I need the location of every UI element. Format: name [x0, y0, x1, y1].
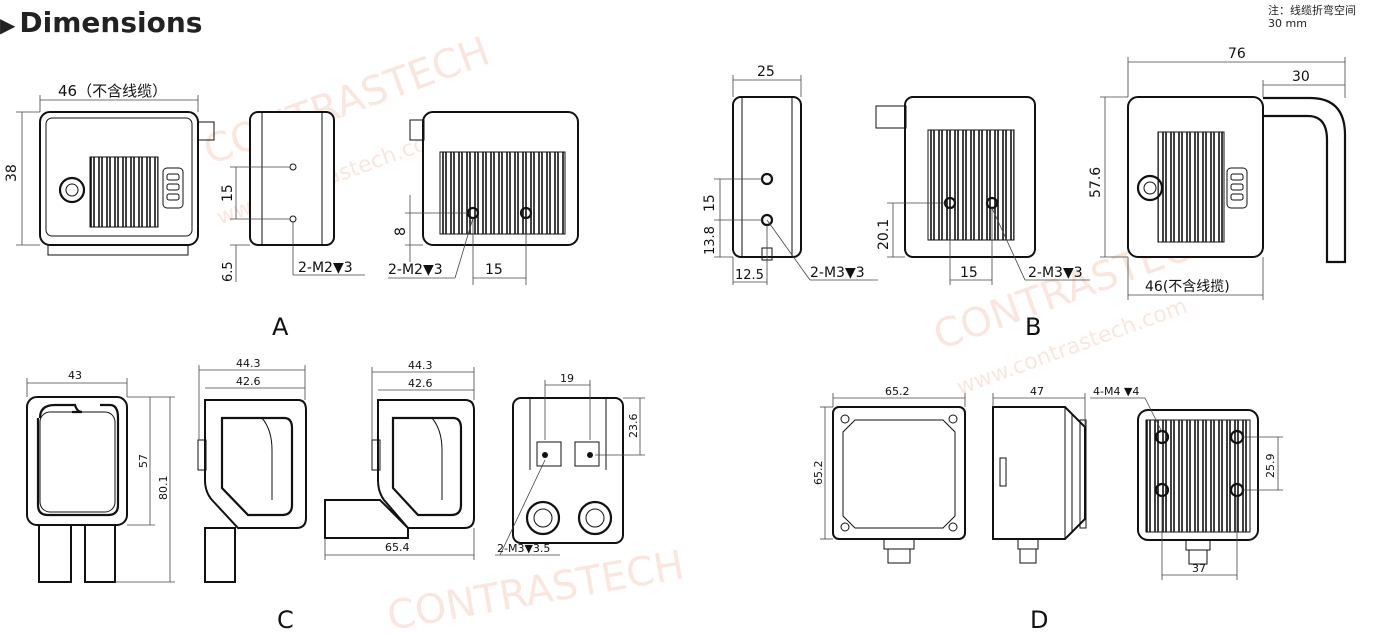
panel-c-label: C — [277, 606, 294, 634]
panel-a-back-view: 8 15 2-M2▼3 — [388, 111, 579, 285]
dim-c-thread: 2-M3▼3.5 — [497, 542, 550, 555]
note-line-1: 注：线缆折弯空间 — [1268, 4, 1356, 17]
dim-b-body-width: 46(不含线揽) — [1145, 278, 1230, 295]
dim-b-cable-bend: 30 — [1292, 69, 1310, 85]
dim-b-horizontal-offset: 12.5 — [735, 268, 764, 283]
dim-a-hole-offset: 8 — [393, 227, 409, 236]
dim-d-height: 65.2 — [812, 461, 825, 486]
dim-a-thread-side: 2-M2▼3 — [298, 260, 353, 276]
dim-a-width: 46（不含线缆） — [58, 82, 167, 100]
dim-c-depth-total: 44.3 — [236, 357, 261, 370]
panel-b-back-view: 20.1 15 2-M3▼3 — [875, 96, 1090, 285]
page-title: ▶Dimensions — [0, 6, 202, 39]
panel-c-side-view: 44.3 42.6 — [197, 357, 307, 583]
watermark-brand-3: CONTRASTECH — [384, 542, 688, 635]
dim-d-hole-vertical: 25.9 — [1264, 454, 1277, 479]
panel-b-front-view: 76 30 57.6 46(不含线揽) — [1088, 46, 1347, 300]
cable-bend-note: 注：线缆折弯空间 30 mm — [1268, 4, 1356, 30]
dim-b-hole-height: 20.1 — [876, 219, 892, 250]
panel-c: 43 57 80.1 44.3 42.6 — [26, 357, 645, 634]
title-text: Dimensions — [19, 6, 203, 39]
dim-a-back-spacing: 15 — [485, 262, 503, 278]
dim-d-depth: 47 — [1030, 385, 1044, 398]
dim-c-body-height: 57 — [137, 454, 150, 468]
dim-b-depth: 25 — [757, 64, 775, 80]
panel-a: 46（不含线缆） 38 15 6.5 2-M2▼3 — [4, 82, 579, 341]
dim-a-bottom-offset: 6.5 — [221, 261, 236, 282]
panel-d: 65.2 65.2 47 — [812, 385, 1283, 634]
dim-c-depth-total-2: 44.3 — [408, 359, 433, 372]
panel-c-front-view: 43 57 80.1 — [26, 369, 175, 583]
dim-b-bottom-offset: 13.8 — [703, 226, 718, 255]
dim-c-depth-body: 42.6 — [236, 375, 261, 388]
dim-b-thread-side: 2-M3▼3 — [810, 265, 865, 281]
panel-a-front-view: 46（不含线缆） 38 — [4, 82, 215, 256]
panel-a-label: A — [272, 313, 289, 341]
dim-c-hole-spacing: 19 — [560, 372, 574, 385]
triangle-bullet-icon: ▶ — [0, 13, 16, 37]
panel-c-bent-view: 44.3 42.6 65.4 — [324, 359, 475, 560]
note-line-2: 30 mm — [1268, 17, 1307, 30]
dim-b-hole-spacing: 15 — [702, 194, 718, 212]
panel-b: 25 15 13.8 12.5 2-M3▼3 20.1 — [702, 46, 1347, 341]
panel-d-label: D — [1030, 606, 1048, 634]
dim-b-back-spacing: 15 — [960, 265, 978, 281]
dim-d-thread: 4-M4 ▼4 — [1093, 385, 1139, 398]
panel-a-side-view: 15 6.5 2-M2▼3 — [220, 111, 365, 282]
dim-b-total-width: 76 — [1228, 46, 1246, 62]
panel-d-side-view: 47 — [992, 385, 1087, 564]
dim-a-height: 38 — [4, 164, 20, 182]
dim-c-width: 43 — [68, 369, 82, 382]
panel-d-back-view: 4-M4 ▼4 25.9 37 — [1090, 385, 1283, 580]
dim-c-hole-height: 23.6 — [627, 414, 640, 439]
dim-c-total-height: 80.1 — [157, 476, 170, 501]
dim-b-thread-back: 2-M3▼3 — [1028, 265, 1083, 281]
panel-d-front-view: 65.2 65.2 — [812, 385, 966, 564]
dim-a-thread-back: 2-M2▼3 — [388, 262, 443, 278]
dim-d-width: 65.2 — [885, 385, 910, 398]
dim-a-hole-spacing: 15 — [220, 184, 236, 202]
panel-b-label: B — [1025, 313, 1041, 341]
dim-c-bent-length: 65.4 — [385, 541, 410, 554]
panel-c-back-view: 19 23.6 2-M3▼3.5 — [495, 372, 645, 556]
dim-b-height: 57.6 — [1088, 167, 1104, 198]
watermark: CONTRASTECH www.contrastech.com CONTRAST… — [198, 28, 1226, 635]
dim-c-depth-body-2: 42.6 — [408, 377, 433, 390]
panel-b-side-view: 25 15 13.8 12.5 2-M3▼3 — [702, 64, 878, 285]
dim-d-hole-horizontal: 37 — [1192, 562, 1206, 575]
